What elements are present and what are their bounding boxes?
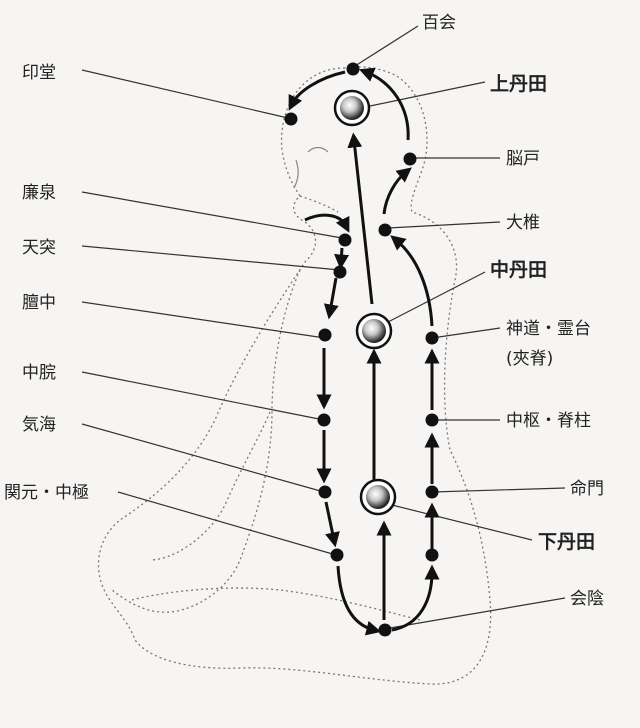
leader-baihui [354, 25, 419, 67]
leader-danzhong [81, 301, 326, 339]
acupoints [284, 62, 439, 637]
point-shendao [425, 331, 439, 345]
face-outline [299, 195, 339, 213]
dantian-orbs [333, 89, 397, 516]
point-zhongshu [425, 413, 439, 427]
label-jiaji: (夾脊) [506, 349, 553, 369]
point-mingmen [425, 485, 439, 499]
label-guanyuan-zhongji: 関元・中極 [4, 483, 89, 503]
point-baihui [346, 62, 360, 76]
label-dazhui: 大椎 [506, 213, 540, 233]
arrow-face-to-lianquan [304, 213, 350, 233]
point-lianquan [338, 233, 352, 247]
arrow-front-5 [324, 501, 340, 548]
leg-outline [131, 587, 421, 621]
arrow-naohu-to-baihui [359, 67, 410, 141]
point-zhongwan [317, 413, 331, 427]
point-danzhong [318, 328, 332, 342]
arrow-dazhui-to-naohu [382, 167, 412, 215]
leader-shendao [431, 327, 501, 339]
point-qihai [318, 485, 332, 499]
label-zhongshu-jizhu: 中枢・脊柱 [506, 411, 591, 431]
orb-upper-dantian [333, 89, 371, 127]
point-tiantu [333, 265, 347, 279]
label-middle-dantian: 中丹田 [490, 258, 547, 281]
label-shendao-lingtai: 神道・霊台 [506, 319, 591, 339]
leader-upper-dantian [369, 81, 486, 107]
leader-lianquan [81, 191, 343, 239]
orb-lower-dantian [359, 478, 397, 516]
arrow-front-1 [334, 247, 350, 270]
arrow-back-1 [391, 564, 440, 632]
point-back-lower [425, 548, 439, 562]
label-upper-dantian: 上丹田 [490, 73, 547, 95]
face-details [293, 146, 329, 189]
point-guanyuan [330, 548, 344, 562]
point-yintang [284, 112, 298, 126]
label-tiantu: 天突 [22, 238, 56, 258]
leader-middle-dantian [387, 271, 486, 323]
leader-zhongwan [81, 371, 325, 421]
arrow-central-middle-to-upper [347, 132, 374, 305]
point-naohu [403, 152, 417, 166]
arrow-front-6 [336, 565, 382, 636]
label-baihui: 百会 [422, 13, 456, 33]
arrow-front-2 [323, 277, 339, 320]
label-danzhong: 膻中 [22, 292, 56, 313]
label-huiyin: 会陰 [570, 589, 604, 609]
body-silhouette [97, 66, 492, 685]
leader-qihai [81, 423, 325, 493]
label-yintang: 印堂 [22, 63, 56, 83]
arm-outline [111, 269, 301, 613]
leader-mingmen [431, 487, 566, 493]
closed-eye [307, 146, 329, 153]
point-huiyin [378, 623, 392, 637]
label-zhongwan: 中脘 [22, 363, 56, 383]
leader-dazhui [387, 221, 501, 229]
hand-outline [149, 411, 271, 561]
label-lower-dantian: 下丹田 [538, 531, 595, 553]
circulation-arrows [288, 67, 440, 636]
figure-outline [97, 66, 492, 685]
leader-lines [81, 25, 566, 629]
label-naohu: 脳戸 [506, 149, 540, 169]
label-qihai: 気海 [22, 415, 56, 435]
labels: 百会 印堂 上丹田 脳戸 廉泉 大椎 天突 中丹田 膻中 神道・霊台 (夾脊) … [4, 13, 604, 609]
label-mingmen: 命門 [570, 479, 604, 499]
leader-tiantu [81, 245, 341, 271]
arrow-baihui-to-yintang [288, 70, 346, 111]
orb-middle-dantian [355, 312, 393, 350]
leader-yintang [81, 69, 289, 119]
arrow-back-5 [390, 235, 434, 327]
label-lianquan: 廉泉 [22, 183, 56, 203]
leader-lower-dantian [391, 504, 533, 541]
leader-guanyuan [117, 491, 337, 556]
point-dazhui [378, 223, 392, 237]
leader-huiyin [389, 597, 566, 629]
nose-line [293, 159, 299, 189]
